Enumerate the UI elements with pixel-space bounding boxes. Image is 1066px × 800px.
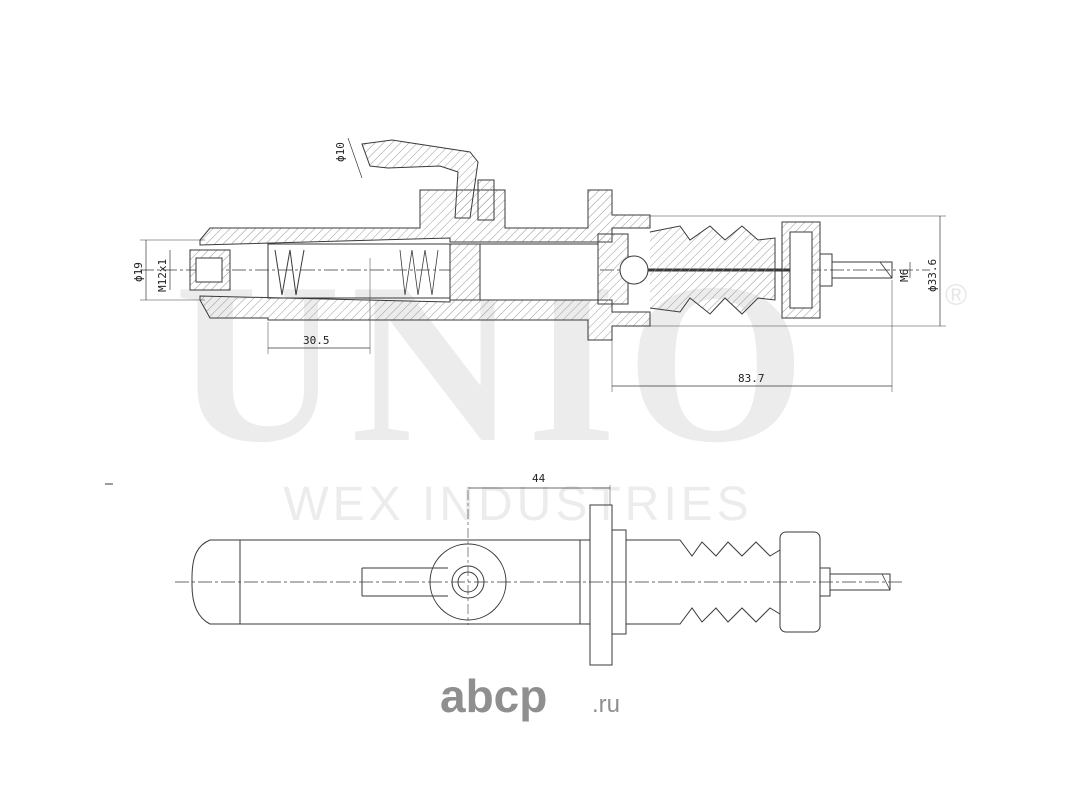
end-cap-inner [789, 231, 813, 309]
spring-coil [399, 249, 439, 296]
section-view [140, 137, 946, 392]
dim-phi33-6-label: ϕ33.6 [926, 259, 939, 292]
inlet-fitting [361, 139, 479, 219]
outline-view [105, 483, 905, 666]
watermark-registered-mark: ® [945, 279, 967, 312]
outline-flange-neck [579, 539, 591, 625]
inlet-seal [477, 179, 495, 221]
push-rod-ball [619, 255, 649, 285]
dim-m6-label: M6 [898, 269, 911, 282]
abcp-logo-name: abcp [440, 670, 547, 722]
inlet-port-boss [429, 543, 507, 621]
watermark-subtitle: WEX INDUSTRIES [283, 478, 752, 531]
dim-phi19-label: ϕ19 [132, 262, 145, 282]
body-bottom-wall [199, 295, 651, 341]
dim-30-5-label: 30.5 [303, 334, 330, 347]
abcp-logo: abcp .ru [440, 670, 620, 722]
inlet-port [451, 565, 485, 599]
rod-thread-mark [879, 261, 893, 279]
abcp-logo-domain: .ru [592, 691, 620, 718]
dim-phi10-line [347, 137, 363, 179]
dim-44-label: 44 [532, 472, 546, 485]
threaded-rod [831, 261, 893, 279]
dim-83-7-label: 83.7 [738, 372, 765, 385]
dim-m12-label: M12x1 [156, 259, 169, 292]
plug-bore [195, 257, 223, 283]
spring [274, 249, 305, 296]
outline-rod [829, 573, 891, 591]
piston-seal-a [449, 243, 481, 301]
dim-phi10-label: ϕ10 [334, 142, 347, 162]
dust-boot [649, 225, 776, 315]
inlet-nozzle [361, 567, 448, 597]
body-top-wall [199, 189, 651, 246]
